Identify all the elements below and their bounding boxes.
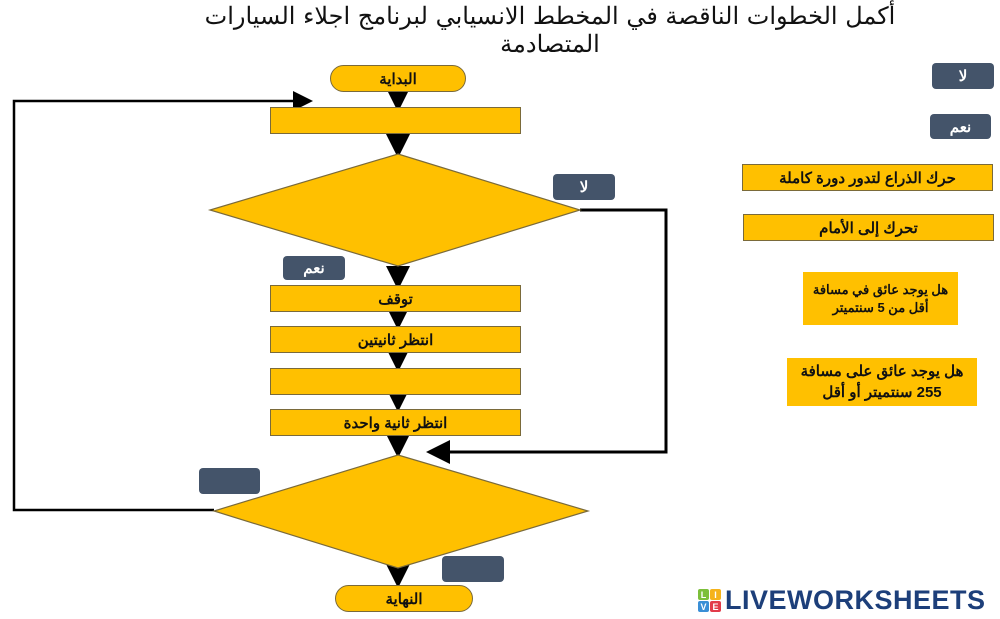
- answer-no-chip[interactable]: لا: [932, 63, 994, 89]
- logo-icon: L I V E: [698, 589, 721, 612]
- step-1-slot[interactable]: [270, 107, 521, 134]
- liveworksheets-logo: L I V E LIVEWORKSHEETS: [698, 585, 986, 616]
- answer-obstacle-255cm-line1: هل يوجد عائق على مسافة: [800, 363, 964, 380]
- step-stop: توقف: [270, 285, 521, 312]
- answer-obstacle-255cm-chip[interactable]: هل يوجد عائق على مسافة 255 سنتميتر أو أق…: [787, 358, 977, 406]
- answer-obstacle-5cm-chip[interactable]: هل يوجد عائق في مسافة أقل من 5 سنتميتر: [803, 272, 958, 325]
- answer-obstacle-255cm-line2: 255 سنتميتر أو أقل: [822, 384, 942, 401]
- step-blank-slot[interactable]: [270, 368, 521, 395]
- answer-obstacle-5cm-line2: أقل من 5 سنتميتر: [832, 299, 929, 315]
- worksheet-title: أكمل الخطوات الناقصة في المخطط الانسيابي…: [204, 2, 896, 58]
- step-wait-one-second-label: انتظر ثانية واحدة: [343, 414, 448, 432]
- answer-obstacle-5cm-line1: هل يوجد عائق في مسافة: [812, 281, 949, 297]
- decision-2-left-tag-slot[interactable]: [199, 468, 260, 494]
- decision-2-bottom-tag-slot[interactable]: [442, 556, 504, 582]
- end-label: النهاية: [385, 590, 423, 608]
- step-wait-one-second: انتظر ثانية واحدة: [270, 409, 521, 436]
- end-terminal: النهاية: [335, 585, 473, 612]
- logo-text: LIVEWORKSHEETS: [725, 585, 986, 615]
- start-terminal: البداية: [330, 65, 466, 92]
- answer-yes-chip[interactable]: نعم: [930, 114, 991, 139]
- start-label: البداية: [379, 70, 417, 88]
- step-wait-two-seconds: انتظر ثانيتين: [270, 326, 521, 353]
- answer-rotate-arm-chip[interactable]: حرك الذراع لتدور دورة كاملة: [742, 164, 993, 191]
- answer-move-forward-chip[interactable]: تحرك إلى الأمام: [743, 214, 994, 241]
- step-wait-two-seconds-label: انتظر ثانيتين: [357, 331, 434, 349]
- decision-1-slot[interactable]: [290, 195, 506, 225]
- decision-1: [207, 153, 583, 267]
- decision-2: [211, 454, 591, 569]
- step-stop-label: توقف: [378, 290, 413, 308]
- decision-1-no-tag: لا: [553, 174, 615, 200]
- decision-1-yes-tag: نعم: [283, 256, 345, 280]
- decision-2-slot[interactable]: [290, 496, 506, 526]
